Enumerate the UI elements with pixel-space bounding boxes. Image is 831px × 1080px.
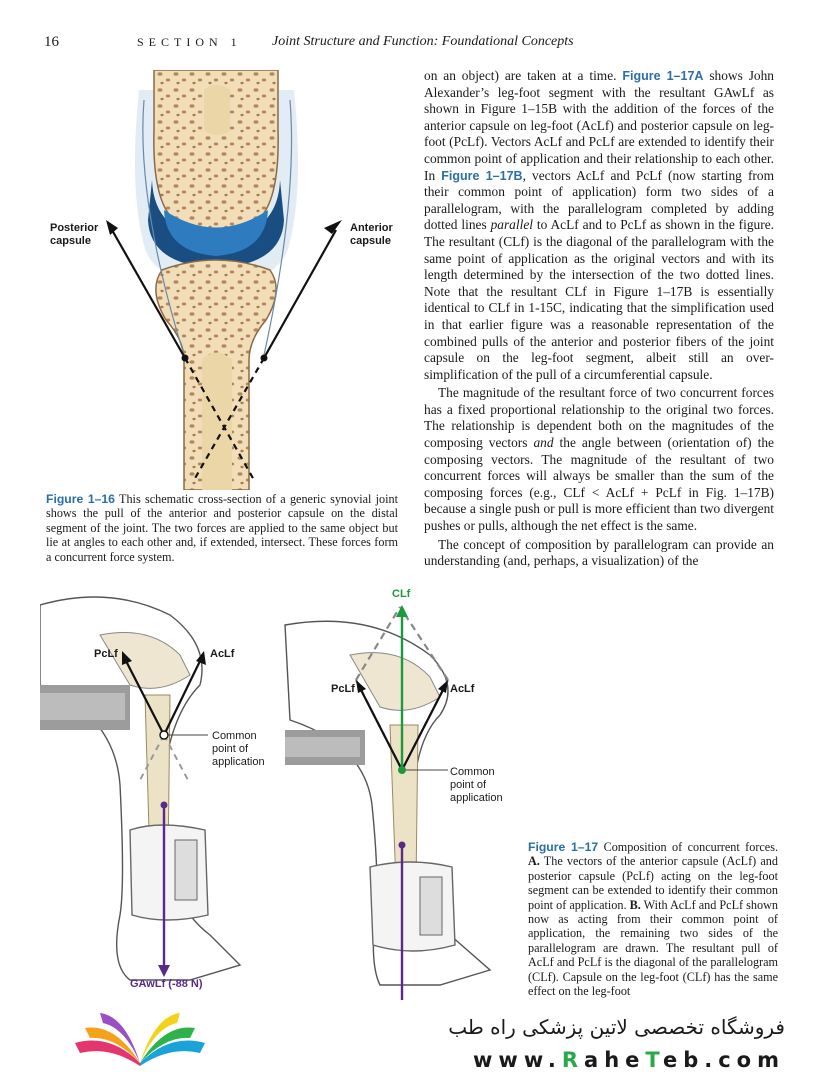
fig17a-pclf-label: PcLf xyxy=(94,648,118,660)
page-number: 16 xyxy=(44,34,59,50)
section-label: SECTION 1 xyxy=(137,35,242,49)
store-name: فروشگاه تخصصی لاتین پزشکی راه طب xyxy=(448,1015,785,1039)
store-url: www.RaheTeb.com xyxy=(473,1048,785,1072)
fig17b-clf-label: CLf xyxy=(392,588,411,600)
figure-1-16-illustration xyxy=(106,70,342,490)
book-logo-icon xyxy=(75,1013,205,1066)
fig17b-aclf-label: AcLf xyxy=(450,683,475,695)
page-header: 16 SECTION 1 Joint Structure and Functio… xyxy=(44,34,804,54)
figure-ref-17a: Figure 1–17A xyxy=(622,69,704,83)
paragraph-3: The concept of composition by parallelog… xyxy=(424,536,774,569)
paragraph-2: The magnitude of the resultant force of … xyxy=(424,385,774,534)
fig17a-aclf-label: AcLf xyxy=(210,648,235,660)
body-text: on an object) are taken at a time. Figur… xyxy=(424,68,774,572)
store-footer xyxy=(0,1000,831,1080)
section-title: Joint Structure and Function: Foundation… xyxy=(272,34,574,49)
fig17b-pclf-label: PcLf xyxy=(331,683,355,695)
figure-1-16-caption: Figure 1–16 This schematic cross-section… xyxy=(46,492,398,564)
figure-ref-17b: Figure 1–17B xyxy=(441,168,523,183)
figure-1-17-illustration xyxy=(40,596,492,1000)
paragraph-1: on an object) are taken at a time. Figur… xyxy=(424,68,774,382)
figure-1-17-caption: Figure 1–17 Composition of concurrent fo… xyxy=(528,840,778,998)
fig17a-gawlf-label: GAwLf (-88 N) xyxy=(130,978,203,990)
